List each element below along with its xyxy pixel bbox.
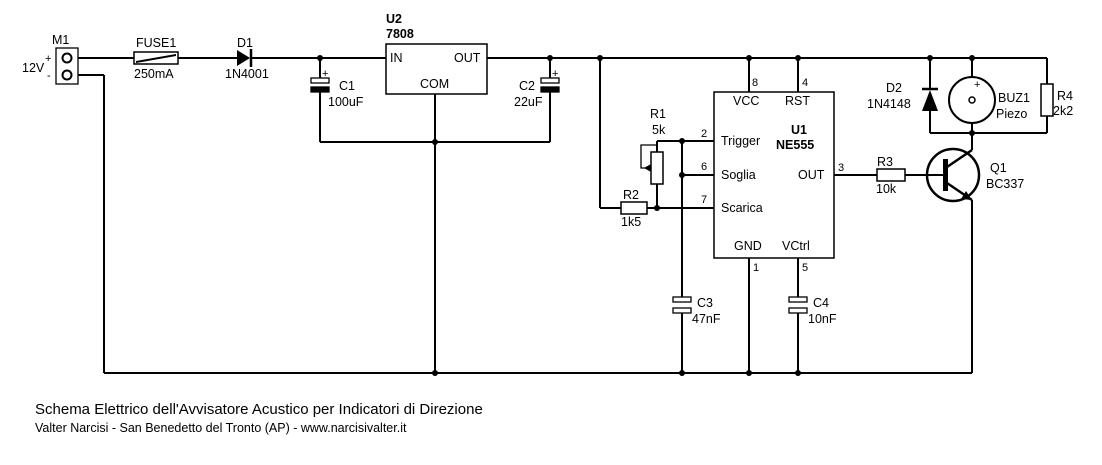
u1-pin-8: 8 [752,77,758,89]
buz1-value: Piezo [996,107,1027,121]
c4-value: 10nF [808,312,837,326]
u1-pin-1: 1 [753,262,759,274]
m1-ref: M1 [52,33,69,47]
diode-d1: D1 1N4001 [225,36,269,81]
u1-pin-2: 2 [701,128,707,140]
d1-value: 1N4001 [225,67,269,81]
u1-label-scarica: Scarica [721,201,763,215]
connector-m1: M1 12V + - [22,33,79,85]
q1-ref: Q1 [990,161,1007,175]
timer-u1: U1 NE555 VCC RST Trigger Soglia Scarica … [701,77,844,274]
transistor-q1: Q1 BC337 [925,147,1024,203]
potentiometer-r1: R1 5k [640,107,666,185]
u1-label-vctrl: VCtrl [782,239,810,253]
buzzer-buz1: + BUZ1 Piezo [948,76,1030,124]
c2-ref: C2 [519,79,535,93]
buz1-ref: BUZ1 [998,91,1030,105]
q1-value: BC337 [986,177,1024,191]
c4-ref: C4 [813,296,829,310]
u1-value: NE555 [776,138,814,152]
resistor-r3: R3 10k [876,155,906,196]
u1-label-rst: RST [785,94,810,108]
u2-value: 7808 [386,27,414,41]
r4-ref: R4 [1057,89,1073,103]
u1-pin-4: 4 [802,77,808,89]
c2-plus-sign: + [552,68,558,80]
r1-ref: R1 [650,107,666,121]
c1-ref: C1 [339,79,355,93]
resistor-r2: R2 1k5 [620,188,648,229]
u1-label-soglia: Soglia [721,168,756,182]
u2-ref: U2 [386,12,402,26]
junction-dots [317,55,975,376]
diagram-title: Schema Elettrico dell'Avvisatore Acustic… [35,401,483,418]
u1-pin-5: 5 [802,262,808,274]
u2-pin-out: OUT [454,51,481,65]
capacitor-c2: + C2 22uF [514,68,560,109]
m1-plus-sign: + [45,53,51,65]
r3-ref: R3 [877,155,893,169]
u1-ref: U1 [791,123,807,137]
c3-value: 47nF [692,312,721,326]
u2-pin-in: IN [390,51,403,65]
regulator-u2: U2 7808 IN OUT COM [385,12,488,95]
capacitor-c3: C3 47nF [672,296,721,326]
m1-value: 12V [22,61,45,75]
fuse1-ref: FUSE1 [136,36,176,50]
capacitor-c1: + C1 100uF [310,68,364,109]
fuse1-value: 250mA [134,67,174,81]
d2-ref: D2 [886,81,902,95]
capacitor-c4: C4 10nF [788,296,837,326]
u1-label-out: OUT [798,168,825,182]
u1-pin-3: 3 [838,162,844,174]
resistor-r4: R4 2k2 [1040,83,1073,118]
r2-ref: R2 [623,188,639,202]
u1-pin-7: 7 [701,194,707,206]
u1-label-vcc: VCC [733,94,759,108]
d2-value: 1N4148 [867,97,911,111]
c2-value: 22uF [514,95,543,109]
fuse-fuse1: FUSE1 250mA [133,36,179,81]
u1-pin-6: 6 [701,161,707,173]
r1-value: 5k [652,123,666,137]
r4-value: 2k2 [1053,104,1073,118]
c1-plus-sign: + [322,68,328,80]
diode-d2: D2 1N4148 [867,81,938,111]
buz1-plus-sign: + [974,79,980,91]
diagram-subtitle: Valter Narcisi - San Benedetto del Tront… [35,421,407,435]
c1-value: 100uF [328,95,364,109]
u1-label-trigger: Trigger [721,134,760,148]
m1-minus-sign: - [47,70,51,82]
r3-value: 10k [876,182,897,196]
r2-value: 1k5 [621,215,641,229]
d1-ref: D1 [237,36,253,50]
c3-ref: C3 [697,296,713,310]
u2-pin-com: COM [420,77,449,91]
u1-label-gnd: GND [734,239,762,253]
